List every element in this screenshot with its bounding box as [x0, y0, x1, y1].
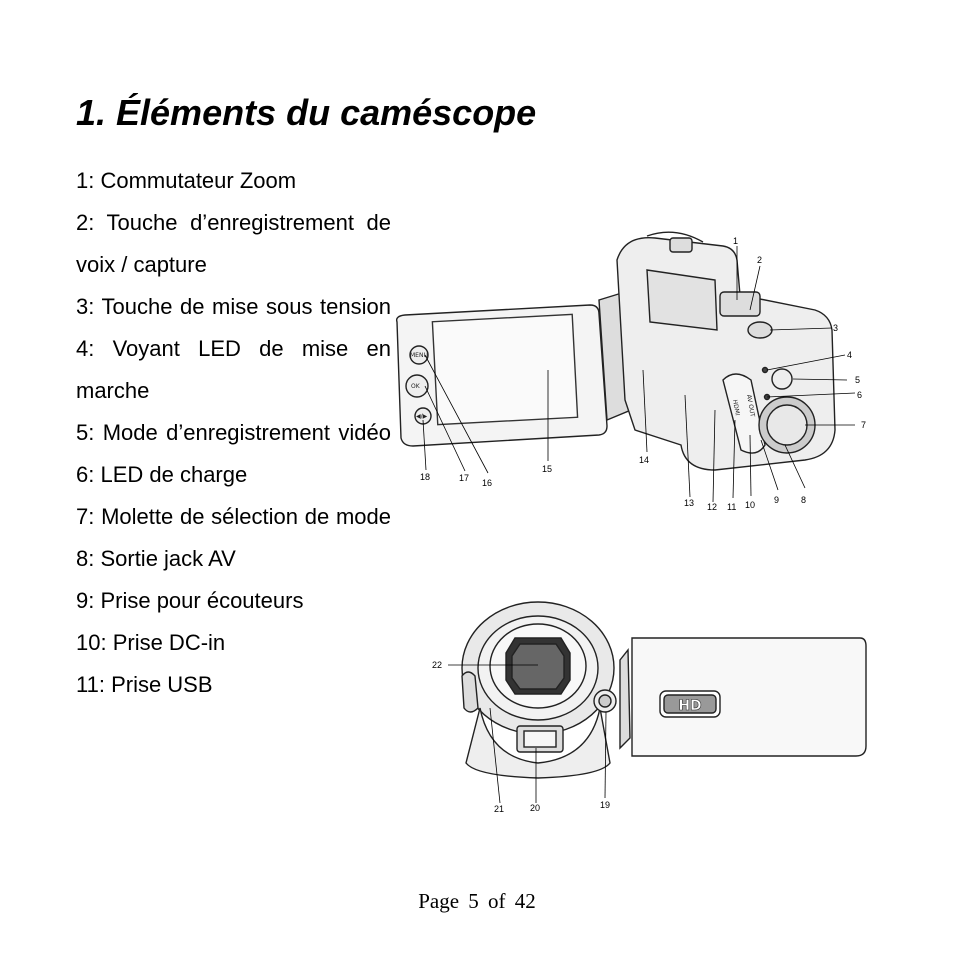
list-item: 3: Touche de mise sous tension — [76, 294, 391, 319]
callout-7: 7 — [861, 420, 866, 430]
callout-13: 13 — [684, 498, 694, 508]
page-label: Page — [418, 889, 460, 913]
list-item: 6: LED de charge — [76, 462, 248, 487]
callout-19: 19 — [600, 800, 610, 810]
total-pages: 42 — [514, 889, 536, 913]
callout-5: 5 — [855, 375, 860, 385]
list-item: 9: Prise pour écouteurs — [76, 588, 304, 613]
parts-list: 1: Commutateur Zoom 2: Touche d’enregist… — [76, 160, 391, 706]
of-label: of — [488, 889, 506, 913]
callout-12: 12 — [707, 502, 717, 512]
callout-6: 6 — [857, 390, 862, 400]
camcorder-side-illustration: MENU OK ◀/▶ HDMI AV OUT — [395, 231, 866, 512]
callout-16: 16 — [482, 478, 492, 488]
list-item: 7: Molette de sélection de mode — [76, 504, 391, 529]
list-item: 11: Prise USB — [76, 672, 213, 697]
camcorder-front-illustration: HD 22 21 20 19 — [432, 601, 867, 814]
list-item: 5: Mode d’enregistrement vidéo — [76, 420, 391, 445]
page-number: 5 — [468, 889, 479, 913]
callout-1: 1 — [733, 236, 738, 246]
playback-button-label: ◀/▶ — [416, 413, 428, 420]
callout-15: 15 — [542, 464, 552, 474]
hdmi-port-label: HDMI — [731, 399, 741, 416]
callout-20: 20 — [530, 803, 540, 813]
list-item: 4: Voyant LED de mise en marche — [76, 336, 391, 403]
list-item: 10: Prise DC-in — [76, 630, 226, 655]
callout-9: 9 — [774, 495, 779, 505]
ok-button-label: OK — [411, 383, 421, 390]
callout-22: 22 — [432, 660, 442, 670]
callout-8: 8 — [801, 495, 806, 505]
callout-2: 2 — [757, 255, 762, 265]
callout-10: 10 — [745, 500, 755, 510]
section-title: 1. Éléments du caméscope — [76, 92, 537, 133]
page-footer: Page 5 of 42 — [0, 889, 954, 914]
callout-21: 21 — [494, 804, 504, 814]
list-item: 8: Sortie jack AV — [76, 546, 236, 571]
callout-3: 3 — [833, 323, 838, 333]
callout-4: 4 — [847, 350, 852, 360]
callout-11: 11 — [727, 502, 736, 512]
list-item: 1: Commutateur Zoom — [76, 168, 297, 193]
hd-badge: HD — [678, 698, 701, 714]
callout-17: 17 — [459, 473, 469, 483]
list-item: 2: Touche d’enregistrement de voix / cap… — [76, 210, 391, 277]
menu-button-label: MENU — [410, 352, 428, 359]
callout-14: 14 — [639, 455, 649, 465]
av-out-port-label: AV OUT — [745, 394, 756, 418]
callout-18: 18 — [420, 472, 430, 482]
